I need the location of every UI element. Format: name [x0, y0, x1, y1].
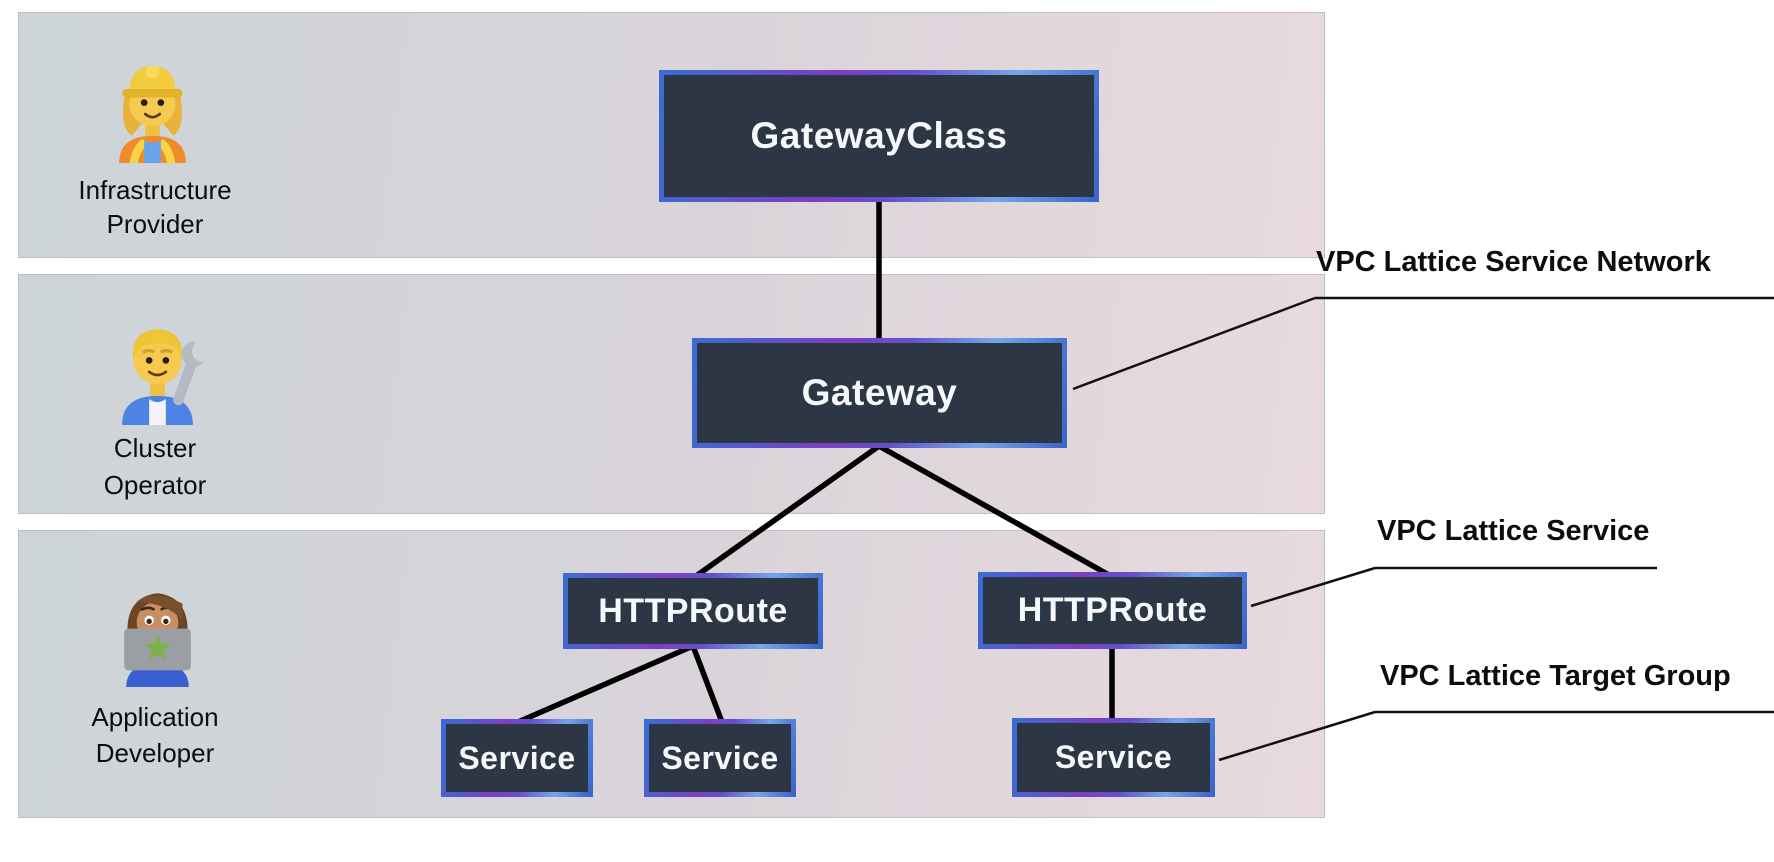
node-service-right: Service: [1012, 718, 1215, 797]
lane-label-application: Application: [91, 702, 219, 732]
node-httproute-right: HTTPRoute: [978, 572, 1247, 649]
node-service-left-label: Service: [458, 739, 576, 776]
lane-label-cluster: Cluster: [113, 433, 197, 463]
lane-label-operator: Operator: [103, 470, 207, 500]
lane-label-developer: Developer: [95, 738, 215, 768]
man-mechanic-icon: [122, 329, 204, 425]
node-gatewayclass: GatewayClass: [659, 70, 1099, 202]
annotation-vpc-lattice-target-group: VPC Lattice Target Group: [1380, 660, 1731, 692]
node-gateway-label: Gateway: [801, 372, 958, 413]
lane-label-infrastructure: Infrastructure: [78, 175, 232, 205]
node-service-middle-label: Service: [661, 739, 779, 776]
node-service-middle: Service: [644, 719, 796, 797]
node-gateway: Gateway: [692, 338, 1067, 448]
woman-technologist-icon: [124, 593, 191, 687]
node-httproute-left-label: HTTPRoute: [598, 591, 788, 630]
woman-construction-worker-icon: [119, 66, 186, 163]
node-httproute-left: HTTPRoute: [563, 573, 823, 649]
annotation-vpc-lattice-service-network: VPC Lattice Service Network: [1316, 246, 1711, 278]
node-service-left: Service: [441, 719, 593, 797]
node-gatewayclass-label: GatewayClass: [750, 115, 1008, 156]
node-service-right-label: Service: [1054, 739, 1173, 775]
lane-label-provider: Provider: [106, 209, 204, 239]
annotation-vpc-lattice-service: VPC Lattice Service: [1377, 515, 1650, 547]
node-httproute-right-label: HTTPRoute: [1017, 591, 1208, 629]
